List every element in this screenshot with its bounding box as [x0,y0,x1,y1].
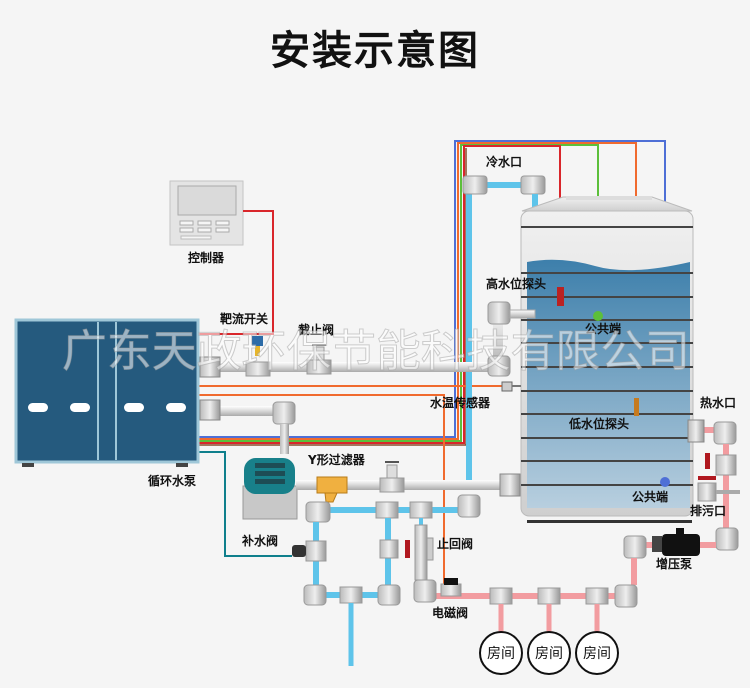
diagram-title: 安装示意图 [270,28,480,74]
tank-bands [521,226,693,486]
common-terminal-bottom-icon [660,477,670,487]
solenoid-wire [196,394,445,585]
cold-water-inlet-label: 冷水口 [486,154,522,169]
common-terminal-top-label: 公共端 [585,321,621,336]
room-label: 房间 [535,646,563,662]
low-level-probe-icon [634,398,639,416]
common-terminal-top-icon [593,311,603,321]
return-pipe [199,399,296,454]
stop-valve-2-icon [379,461,405,493]
circulation-pump-label: 循环水泵 [148,473,196,488]
target-flow-switch-icon [245,336,271,377]
booster-pump-icon [652,528,700,556]
room-label: 房间 [583,646,611,662]
booster-pump-label: 增压泵 [656,556,692,571]
makeup-valve-label: 补水阀 [241,533,278,548]
cold-manifold [303,494,481,666]
solenoid-valve-label: 电磁阀 [432,605,468,620]
controller [169,180,244,246]
makeup-valve-icon [292,540,327,562]
ball-valve-icon [379,539,410,559]
y-filter-label: Y形过滤器 [307,452,366,467]
makeup-valve-wire [196,451,292,557]
water-temp-sensor-label: 水温传感器 [430,395,491,410]
cold-water-pipe [462,175,546,490]
stop-valve-label: 截止阀 [298,322,334,337]
low-level-probe-label: 低水位探头 [568,416,629,431]
room-3: 房间 [575,631,619,675]
room-2: 房间 [527,631,571,675]
hot-water-circuit [413,419,739,636]
y-filter-icon [316,476,348,503]
hot-water-outlet-label: 热水口 [700,395,736,410]
target-flow-switch-label: 靶流开关 [220,311,268,326]
circulation-pump-icon [242,458,298,520]
room-label: 房间 [487,646,515,662]
room-1: 房间 [479,631,523,675]
check-valve-icon [414,524,434,581]
watermark: 广东天政环保节能科技有限公司 [62,326,690,377]
heat-pump-unit [14,318,200,467]
high-level-probe-label: 高水位探头 [486,276,546,291]
controller-wire [196,210,274,335]
solenoid-valve-icon [440,578,462,597]
stop-valve-icon [306,344,332,375]
wire-red [196,145,561,444]
drain-outlet-label: 排污口 [690,503,726,518]
drain-valve-icon [697,476,740,502]
water-tank [520,196,694,523]
high-level-probe-icon [557,287,564,306]
check-valve-label: 止回阀 [437,536,473,551]
controller-label: 控制器 [188,250,225,265]
water-temp-sensor-icon [501,381,521,392]
hot-supply-pipe [199,301,536,378]
common-terminal-bottom-label: 公共端 [632,489,668,504]
